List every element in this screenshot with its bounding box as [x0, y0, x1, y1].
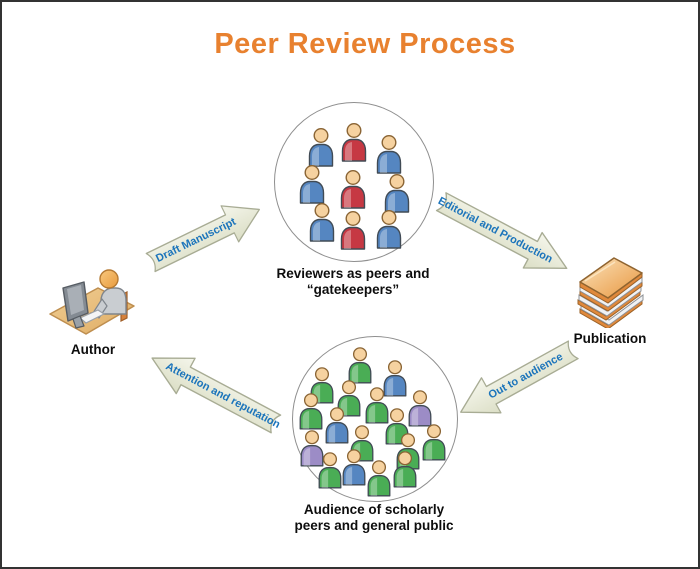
diagram-title: Peer Review Process	[214, 28, 516, 60]
person-icon	[373, 209, 405, 249]
person-icon	[364, 459, 394, 497]
arrow-out-to-audience: Out to audience	[447, 328, 587, 433]
reviewers-label: Reviewers as peers and “gatekeepers”	[238, 266, 468, 298]
author-at-computer-icon	[46, 258, 138, 338]
person-icon	[390, 450, 420, 488]
audience-circle	[292, 336, 458, 502]
person-icon	[305, 127, 337, 167]
person-icon	[419, 423, 449, 461]
publication-label: Publication	[573, 331, 647, 346]
arrow-attention-reputation: Attention and reputation	[139, 336, 290, 445]
author-label: Author	[70, 342, 116, 357]
stacked-books-icon	[570, 252, 650, 330]
audience-label: Audience of scholarly peers and general …	[254, 502, 494, 534]
person-icon	[337, 169, 369, 209]
reviewers-label-line2: “gatekeepers”	[306, 281, 400, 297]
audience-label-line1: Audience of scholarly	[303, 502, 445, 517]
person-icon	[306, 202, 338, 242]
audience-label-line2: peers and general public	[294, 517, 454, 533]
reviewers-label-line1: Reviewers as peers and	[276, 266, 430, 281]
person-icon	[296, 164, 328, 204]
person-icon	[373, 134, 405, 174]
person-icon	[338, 122, 370, 162]
person-icon	[337, 210, 369, 250]
person-icon	[381, 173, 413, 213]
reviewers-circle	[274, 102, 434, 262]
